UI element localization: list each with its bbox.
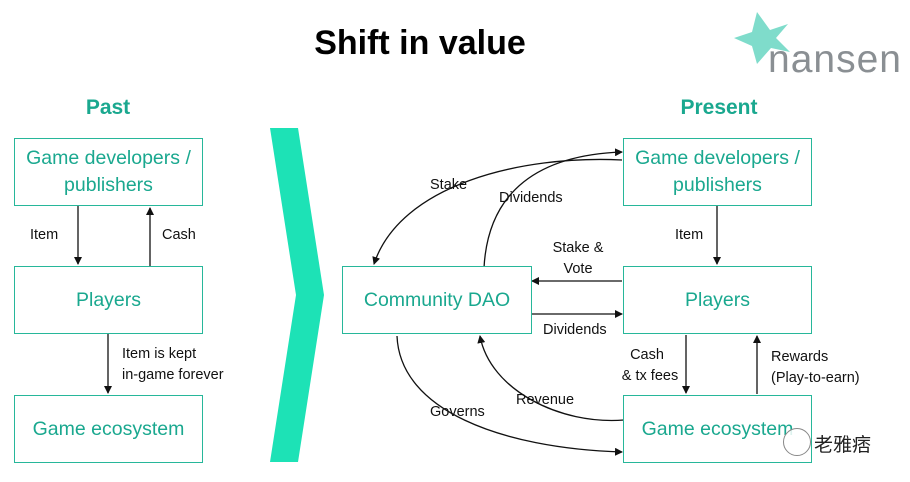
dao-label: Community DAO bbox=[363, 288, 511, 311]
revenue-label: Revenue bbox=[516, 392, 575, 408]
past-players-box: Players bbox=[14, 266, 203, 334]
past-developers-label: Game developers / publishers bbox=[26, 147, 191, 196]
present-players-box: Players bbox=[623, 266, 812, 334]
governs-label: Governs bbox=[430, 404, 485, 420]
present-players-label: Players bbox=[684, 288, 751, 311]
nansen-logo-mark bbox=[734, 12, 790, 64]
present-ecosystem-box: Game ecosystem bbox=[623, 395, 812, 463]
rewards-label-1: Rewards bbox=[771, 349, 829, 365]
revenue-arrow bbox=[477, 335, 625, 422]
stake-vote-label-2: Vote bbox=[563, 261, 593, 277]
wechat-icon bbox=[783, 428, 811, 456]
dividends-mid-label: Dividends bbox=[543, 322, 607, 338]
dao-box: Community DAO bbox=[342, 266, 532, 334]
brand-logo-text: nansen bbox=[768, 38, 902, 81]
past-players-label: Players bbox=[75, 288, 142, 311]
present-ecosystem-label: Game ecosystem bbox=[641, 417, 794, 440]
past-cash-label: Cash bbox=[162, 227, 196, 243]
present-developers-label: Game developers / publishers bbox=[635, 147, 800, 196]
cash-fees-label-2: & tx fees bbox=[621, 368, 679, 384]
present-developers-box: Game developers / publishers bbox=[623, 138, 812, 206]
governs-arrow bbox=[396, 335, 623, 456]
present-heading: Present bbox=[680, 96, 758, 119]
chevron-arrow bbox=[270, 128, 324, 462]
past-kept-label-1: Item is kept bbox=[122, 346, 197, 362]
dividends-top-arrow bbox=[483, 148, 623, 269]
present-item-label: Item bbox=[675, 227, 704, 243]
stake-label: Stake bbox=[430, 177, 468, 193]
past-ecosystem-box: Game ecosystem bbox=[14, 395, 203, 463]
past-heading: Past bbox=[85, 96, 131, 119]
past-item-label: Item bbox=[30, 227, 59, 243]
stake-vote-label-1: Stake & bbox=[552, 240, 604, 256]
watermark-text: 老雅痞 bbox=[814, 435, 872, 456]
page-title: Shift in value bbox=[314, 24, 526, 62]
stake-arrow bbox=[372, 158, 623, 265]
past-developers-box: Game developers / publishers bbox=[14, 138, 203, 206]
past-ecosystem-label: Game ecosystem bbox=[32, 417, 185, 440]
cash-fees-label-1: Cash bbox=[630, 347, 664, 363]
past-kept-label-2: in-game forever bbox=[122, 367, 224, 383]
rewards-label-2: (Play-to-earn) bbox=[771, 370, 860, 386]
dividends-top-label: Dividends bbox=[499, 190, 563, 206]
